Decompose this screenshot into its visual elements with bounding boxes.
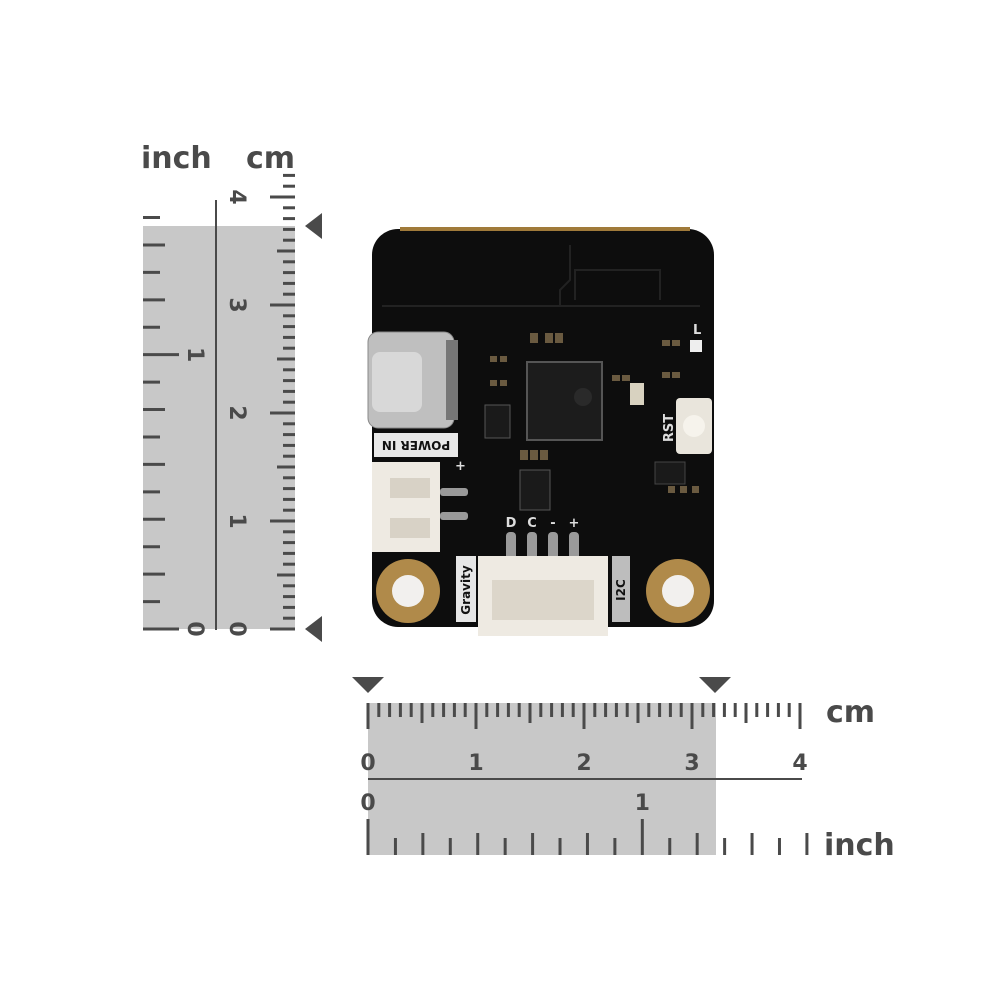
- horizontal-cm-label: cm: [826, 695, 875, 730]
- cm-number: 4: [224, 189, 249, 204]
- ic: [654, 461, 686, 485]
- i2c-label-bg: [612, 556, 630, 622]
- antenna-trace: [382, 245, 700, 307]
- crystal: [630, 383, 644, 405]
- jst-pin: [440, 488, 468, 496]
- gravity-label: Gravity: [459, 565, 473, 615]
- plus-label: +: [455, 459, 466, 474]
- vertical-cm-label: cm: [246, 141, 295, 176]
- i2c-label: I2C: [614, 579, 628, 601]
- cm-number: 0: [360, 751, 375, 776]
- vertical-inch-label: inch: [141, 141, 212, 176]
- inch-number: 1: [182, 347, 207, 362]
- cm-number: 2: [224, 405, 249, 420]
- pin-label: +: [569, 516, 580, 531]
- reset-label: RST: [662, 414, 677, 442]
- right-marker-triangle: [699, 677, 731, 693]
- horizontal-inch-label: inch: [824, 828, 895, 863]
- power-jst-connector: [372, 462, 440, 552]
- usb-c-shell: [372, 352, 422, 412]
- inch-number: 0: [360, 791, 375, 816]
- mounting-hole-left-center: [392, 575, 424, 607]
- power-in-label: POWER IN: [382, 438, 450, 452]
- pin-label: C: [527, 516, 537, 531]
- inch-number: 1: [635, 791, 650, 816]
- jst-pin: [440, 512, 468, 520]
- pin-label: -: [550, 516, 555, 531]
- gravity-label-bg: [456, 556, 476, 622]
- top-marker-triangle: [305, 213, 322, 239]
- cm-number: 3: [224, 297, 249, 312]
- reset-button-cap: [683, 415, 705, 437]
- led: [690, 340, 702, 352]
- left-marker-triangle: [352, 677, 384, 693]
- jst-slot: [390, 518, 430, 538]
- cm-number: 1: [468, 751, 483, 776]
- vertical-ruler-highlight: [143, 226, 295, 629]
- power-in-label-bg: [374, 433, 458, 457]
- usb-c-pins: [446, 340, 458, 420]
- bottom-marker-triangle: [305, 616, 322, 642]
- cm-number: 4: [792, 751, 807, 776]
- ldo-chip: [519, 469, 551, 511]
- led-label: L: [693, 323, 701, 338]
- espressif-logo-icon: [574, 388, 592, 406]
- inch-number: 0: [182, 621, 207, 636]
- regulator: [484, 404, 511, 439]
- connector-socket: [492, 580, 594, 620]
- cm-number: 0: [224, 621, 249, 636]
- mounting-hole-right-center: [662, 575, 694, 607]
- cm-number: 3: [684, 751, 699, 776]
- jst-slot: [390, 478, 430, 498]
- horizontal-ruler: cm inch 0 1 2 3 4 0 1: [352, 677, 895, 863]
- cm-number: 1: [224, 513, 249, 528]
- cm-number: 2: [576, 751, 591, 776]
- antenna-edge: [400, 227, 690, 231]
- vertical-ruler: inch cm 0 1 2 3 4 0 1: [141, 141, 322, 642]
- pin-label: D: [506, 516, 517, 531]
